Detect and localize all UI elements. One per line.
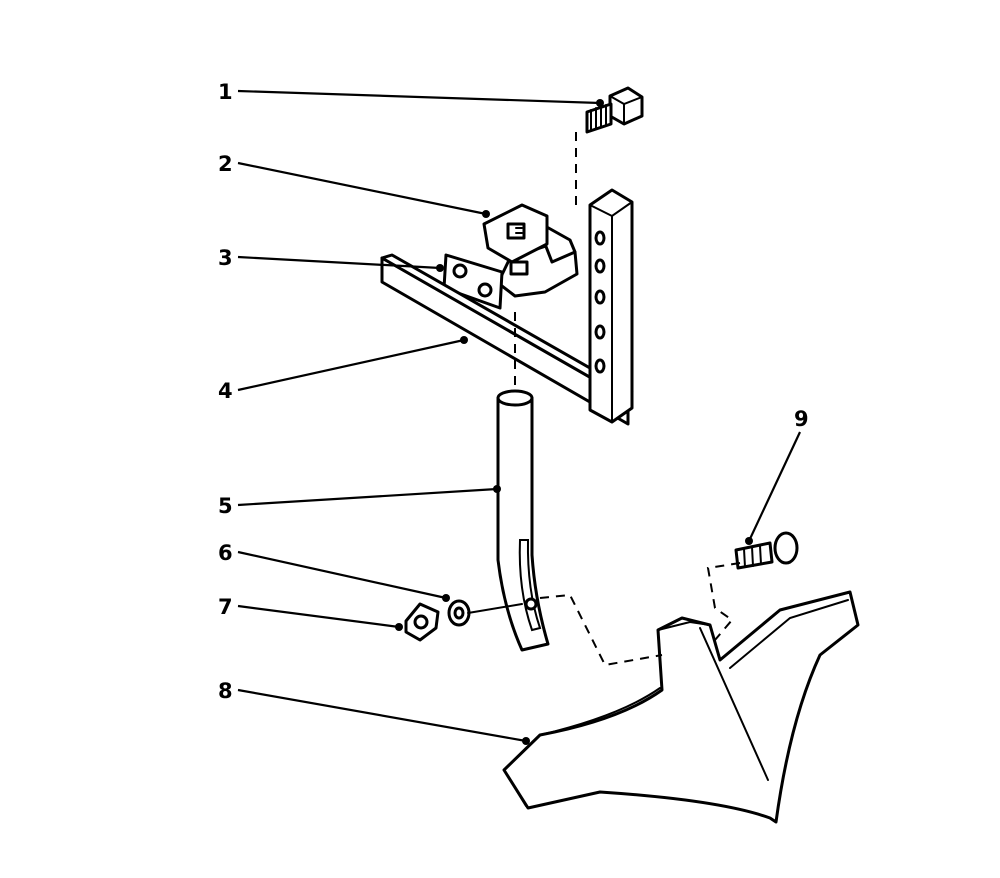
callout-8: 8	[218, 679, 233, 703]
callout-3: 3	[218, 246, 233, 270]
part-7-nut	[404, 602, 440, 642]
part-5-shank	[496, 389, 550, 652]
callout-9: 9	[794, 407, 809, 431]
part-4-frame	[380, 188, 634, 426]
part-1-bolt	[585, 86, 644, 134]
part-9-carriage-bolt	[734, 531, 799, 570]
part-6-lock-washer	[447, 599, 471, 627]
leader-lines	[237, 89, 801, 745]
callout-labels: 1 2 3 4 5 6 7 8 9	[218, 80, 809, 703]
callout-1: 1	[218, 80, 233, 104]
callout-4: 4	[218, 379, 233, 403]
part-3-plate	[442, 253, 504, 310]
callout-2: 2	[218, 152, 233, 176]
callout-7: 7	[218, 595, 233, 619]
callout-6: 6	[218, 541, 233, 565]
part-8-sweep-blade	[502, 590, 860, 824]
assembly-lines	[467, 132, 741, 667]
callout-5: 5	[218, 494, 233, 518]
part-2-clamp-bracket	[482, 203, 579, 298]
